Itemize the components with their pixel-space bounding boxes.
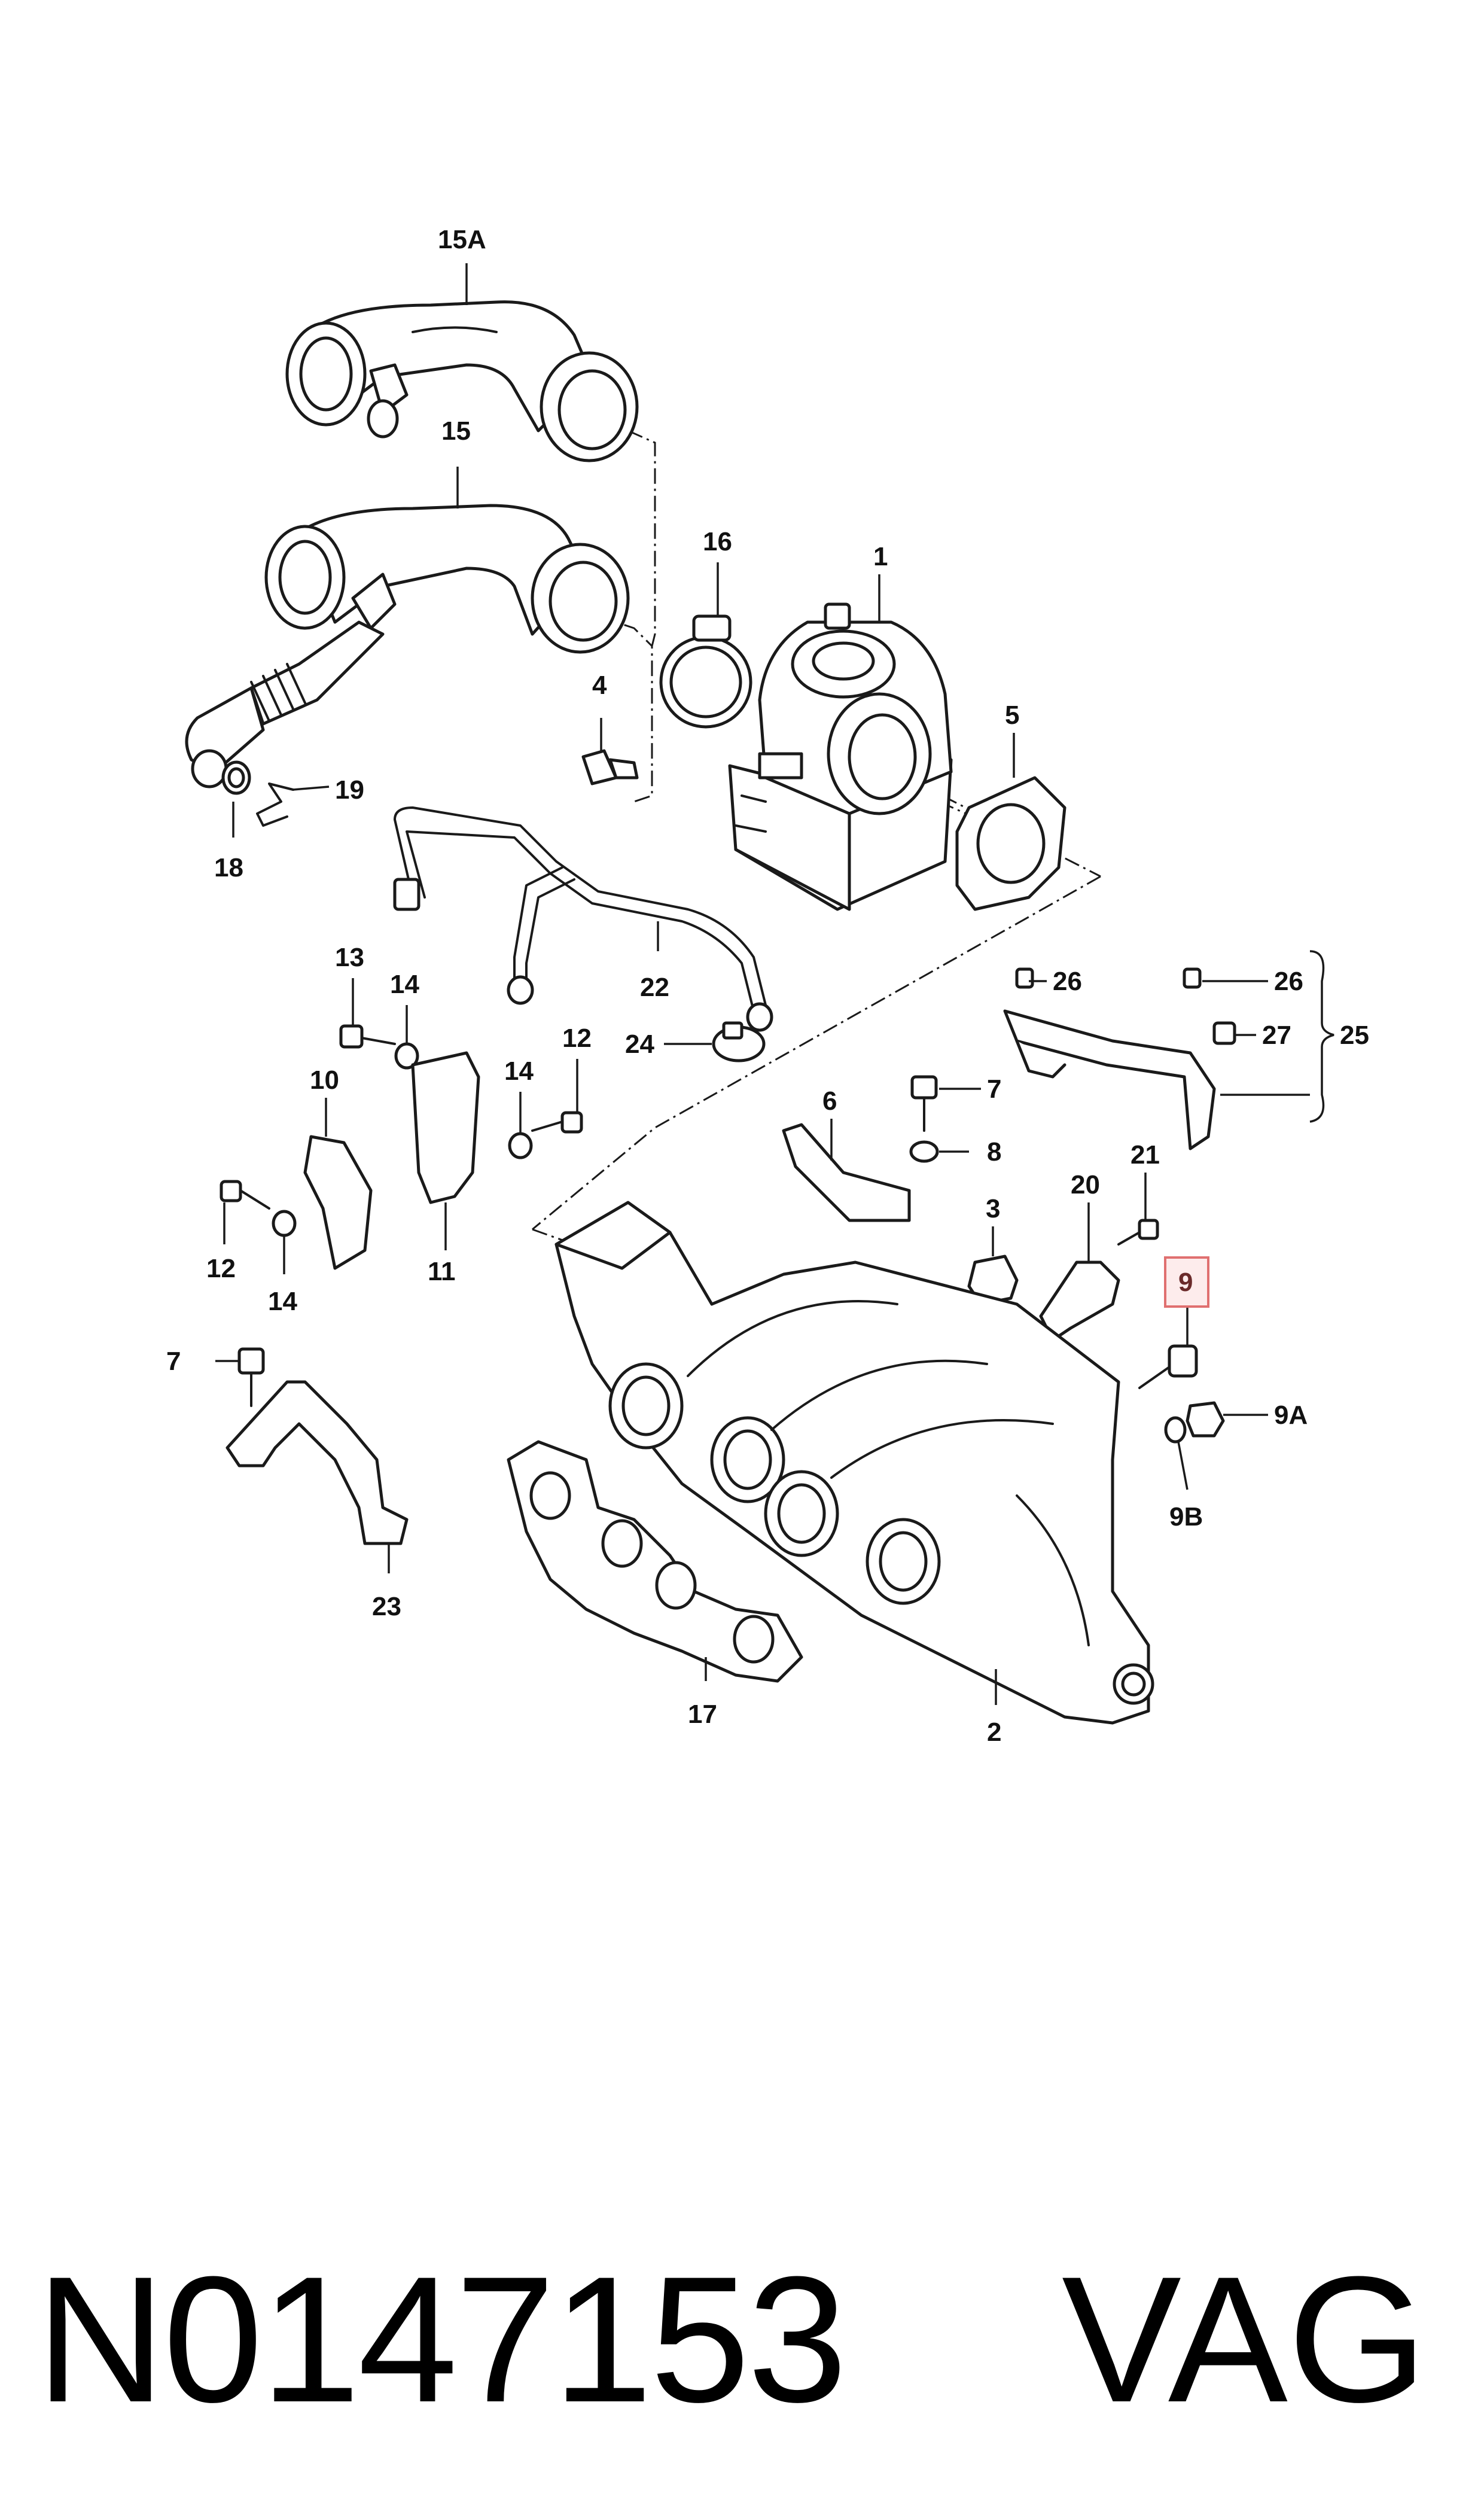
callout-6[interactable]: 6: [822, 1086, 837, 1116]
nut-3: [967, 1255, 1019, 1306]
callout-3[interactable]: 3: [986, 1194, 1000, 1223]
screw-4: [581, 749, 639, 785]
callout-24[interactable]: 24: [625, 1030, 654, 1059]
throttle-body-1: [728, 602, 953, 911]
leader-lines: [215, 263, 1334, 1705]
callout-25[interactable]: 25: [1340, 1021, 1369, 1050]
callout-16[interactable]: 16: [703, 527, 732, 556]
hose-clamp-16: [659, 614, 752, 729]
callout-10[interactable]: 10: [310, 1065, 339, 1095]
washer-14b: [508, 1132, 533, 1159]
washer-9B: [1164, 1416, 1187, 1444]
bolt-13: [339, 1024, 396, 1049]
stud-9: [1138, 1344, 1198, 1389]
callout-13[interactable]: 13: [335, 943, 364, 972]
bolt-12b: [220, 1180, 270, 1210]
brand-name: VAG: [1062, 2239, 1428, 2440]
footer: N0147153 VAG: [0, 2249, 1484, 2429]
callout-labels: 15A 15 16 1 4 5 19 18 22 24 13 14 12 14 …: [166, 225, 1369, 1747]
bracket-11: [411, 1051, 480, 1204]
bracket-25: [1003, 967, 1236, 1150]
callout-8[interactable]: 8: [987, 1137, 1001, 1167]
callout-15A[interactable]: 15A: [438, 225, 486, 254]
callout-14a[interactable]: 14: [390, 970, 419, 999]
callout-9-highlight[interactable]: 9: [1164, 1256, 1209, 1308]
callout-21[interactable]: 21: [1130, 1140, 1160, 1170]
callout-18[interactable]: 18: [214, 853, 243, 882]
sensor-20: [1039, 1260, 1120, 1342]
bolt-21: [1117, 1219, 1159, 1246]
callout-14c[interactable]: 14: [268, 1287, 297, 1316]
callout-2[interactable]: 2: [987, 1718, 1001, 1747]
gasket-17: [507, 1440, 803, 1683]
callout-26b[interactable]: 26: [1274, 967, 1303, 996]
hose-15: [185, 504, 630, 795]
callout-26a[interactable]: 26: [1053, 967, 1082, 996]
callout-22[interactable]: 22: [640, 973, 669, 1002]
callout-7a[interactable]: 7: [987, 1074, 1001, 1104]
bracket-6: [782, 1123, 911, 1222]
bracket-23: [226, 1380, 409, 1545]
callout-11[interactable]: 11: [428, 1257, 456, 1286]
callout-4[interactable]: 4: [592, 671, 607, 700]
washer-14c: [272, 1210, 297, 1237]
callout-23[interactable]: 23: [372, 1592, 401, 1621]
clamp-24: [712, 1021, 766, 1062]
callout-9B[interactable]: 9B: [1169, 1502, 1203, 1531]
bolt-7a: [910, 1075, 938, 1132]
washer-8: [909, 1140, 939, 1163]
callout-9[interactable]: 9: [1178, 1268, 1193, 1297]
part-number: N0147153: [36, 2239, 848, 2440]
bolt-7b: [237, 1347, 265, 1407]
callout-15[interactable]: 15: [441, 416, 471, 446]
callout-20[interactable]: 20: [1071, 1170, 1100, 1199]
hose-15A: [285, 300, 639, 462]
callout-19[interactable]: 19: [335, 775, 364, 805]
callout-14b[interactable]: 14: [504, 1056, 534, 1086]
bracket-10: [303, 1135, 373, 1270]
callout-12b[interactable]: 12: [206, 1254, 236, 1283]
vent-line-22: [393, 806, 773, 1032]
nut-9A: [1186, 1401, 1225, 1438]
bolt-12a: [531, 1111, 583, 1134]
clip-19: [256, 783, 294, 827]
callout-5[interactable]: 5: [1005, 701, 1019, 730]
intake-manifold-2: [554, 1201, 1154, 1725]
callout-12a[interactable]: 12: [562, 1024, 592, 1053]
callout-7b[interactable]: 7: [166, 1347, 181, 1376]
callout-9A[interactable]: 9A: [1274, 1400, 1308, 1430]
callout-1[interactable]: 1: [873, 542, 888, 571]
callout-27[interactable]: 27: [1262, 1021, 1291, 1050]
highlight-box: [1164, 1256, 1209, 1308]
callout-17[interactable]: 17: [688, 1700, 717, 1729]
gasket-5: [955, 776, 1066, 911]
